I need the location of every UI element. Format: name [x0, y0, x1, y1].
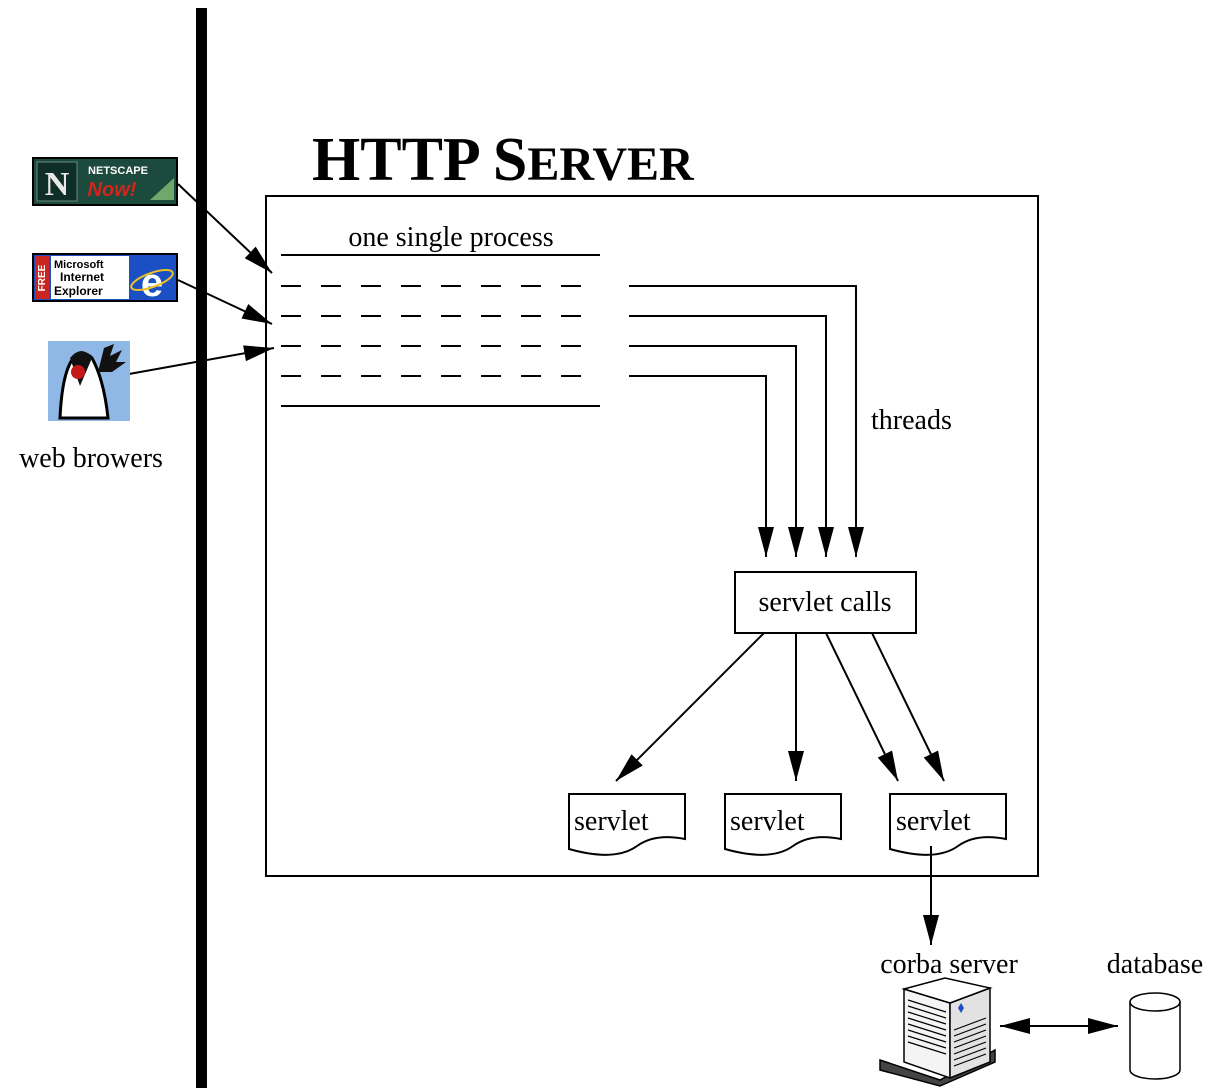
netscape-letter: N — [45, 166, 70, 203]
explorer-arrow — [177, 279, 273, 325]
server-icon — [879, 977, 996, 1087]
ie-line-3: Explorer — [54, 284, 103, 298]
servlet-doc-3: servlet — [889, 793, 1007, 856]
servlet-doc-1: servlet — [568, 793, 686, 856]
web-browsers-label: web browers — [19, 443, 163, 474]
diagram-title: HTTP SERVER — [312, 126, 695, 194]
netscape-arrow — [177, 183, 273, 274]
netscape-now-logo-icon: N NETSCAPE Now! — [32, 157, 178, 206]
ie-letter: e — [141, 261, 163, 305]
servlet-calls-box — [734, 571, 917, 634]
servlet-label-3: servlet — [896, 806, 971, 837]
duke-arrow — [128, 345, 275, 375]
ie-line-1: Microsoft — [54, 259, 104, 271]
database-cylinder-icon — [1129, 992, 1181, 1080]
thread-arrow-1 — [629, 285, 864, 557]
servlet-label-1: servlet — [574, 806, 649, 837]
servlet-doc-2: servlet — [724, 793, 842, 856]
thread-arrow-3 — [629, 345, 804, 557]
http-server-box — [265, 195, 1039, 877]
process-label: one single process — [348, 222, 553, 253]
network-boundary-bar — [196, 8, 207, 1088]
ie-badge-text: FREE — [37, 264, 48, 291]
duke-mascot-icon — [48, 341, 130, 421]
servlet-label-2: servlet — [730, 806, 805, 837]
netscape-now-text: Now! — [88, 179, 137, 201]
thread-arrow-2 — [629, 315, 834, 557]
call-arrow-3 — [825, 632, 899, 782]
servlet-calls-label: servlet calls — [759, 587, 892, 618]
ie-line-2: Internet — [60, 270, 104, 284]
call-arrow-1 — [615, 632, 765, 782]
internet-explorer-logo-icon: FREE Microsoft Internet Explorer e — [32, 253, 178, 305]
thread-arrow-4 — [629, 375, 774, 557]
corba-server-label: corba server — [880, 949, 1018, 980]
call-arrow-4 — [871, 632, 945, 782]
database-label: database — [1107, 949, 1203, 980]
threads-label: threads — [871, 405, 952, 436]
netscape-top-text: NETSCAPE — [88, 165, 148, 177]
